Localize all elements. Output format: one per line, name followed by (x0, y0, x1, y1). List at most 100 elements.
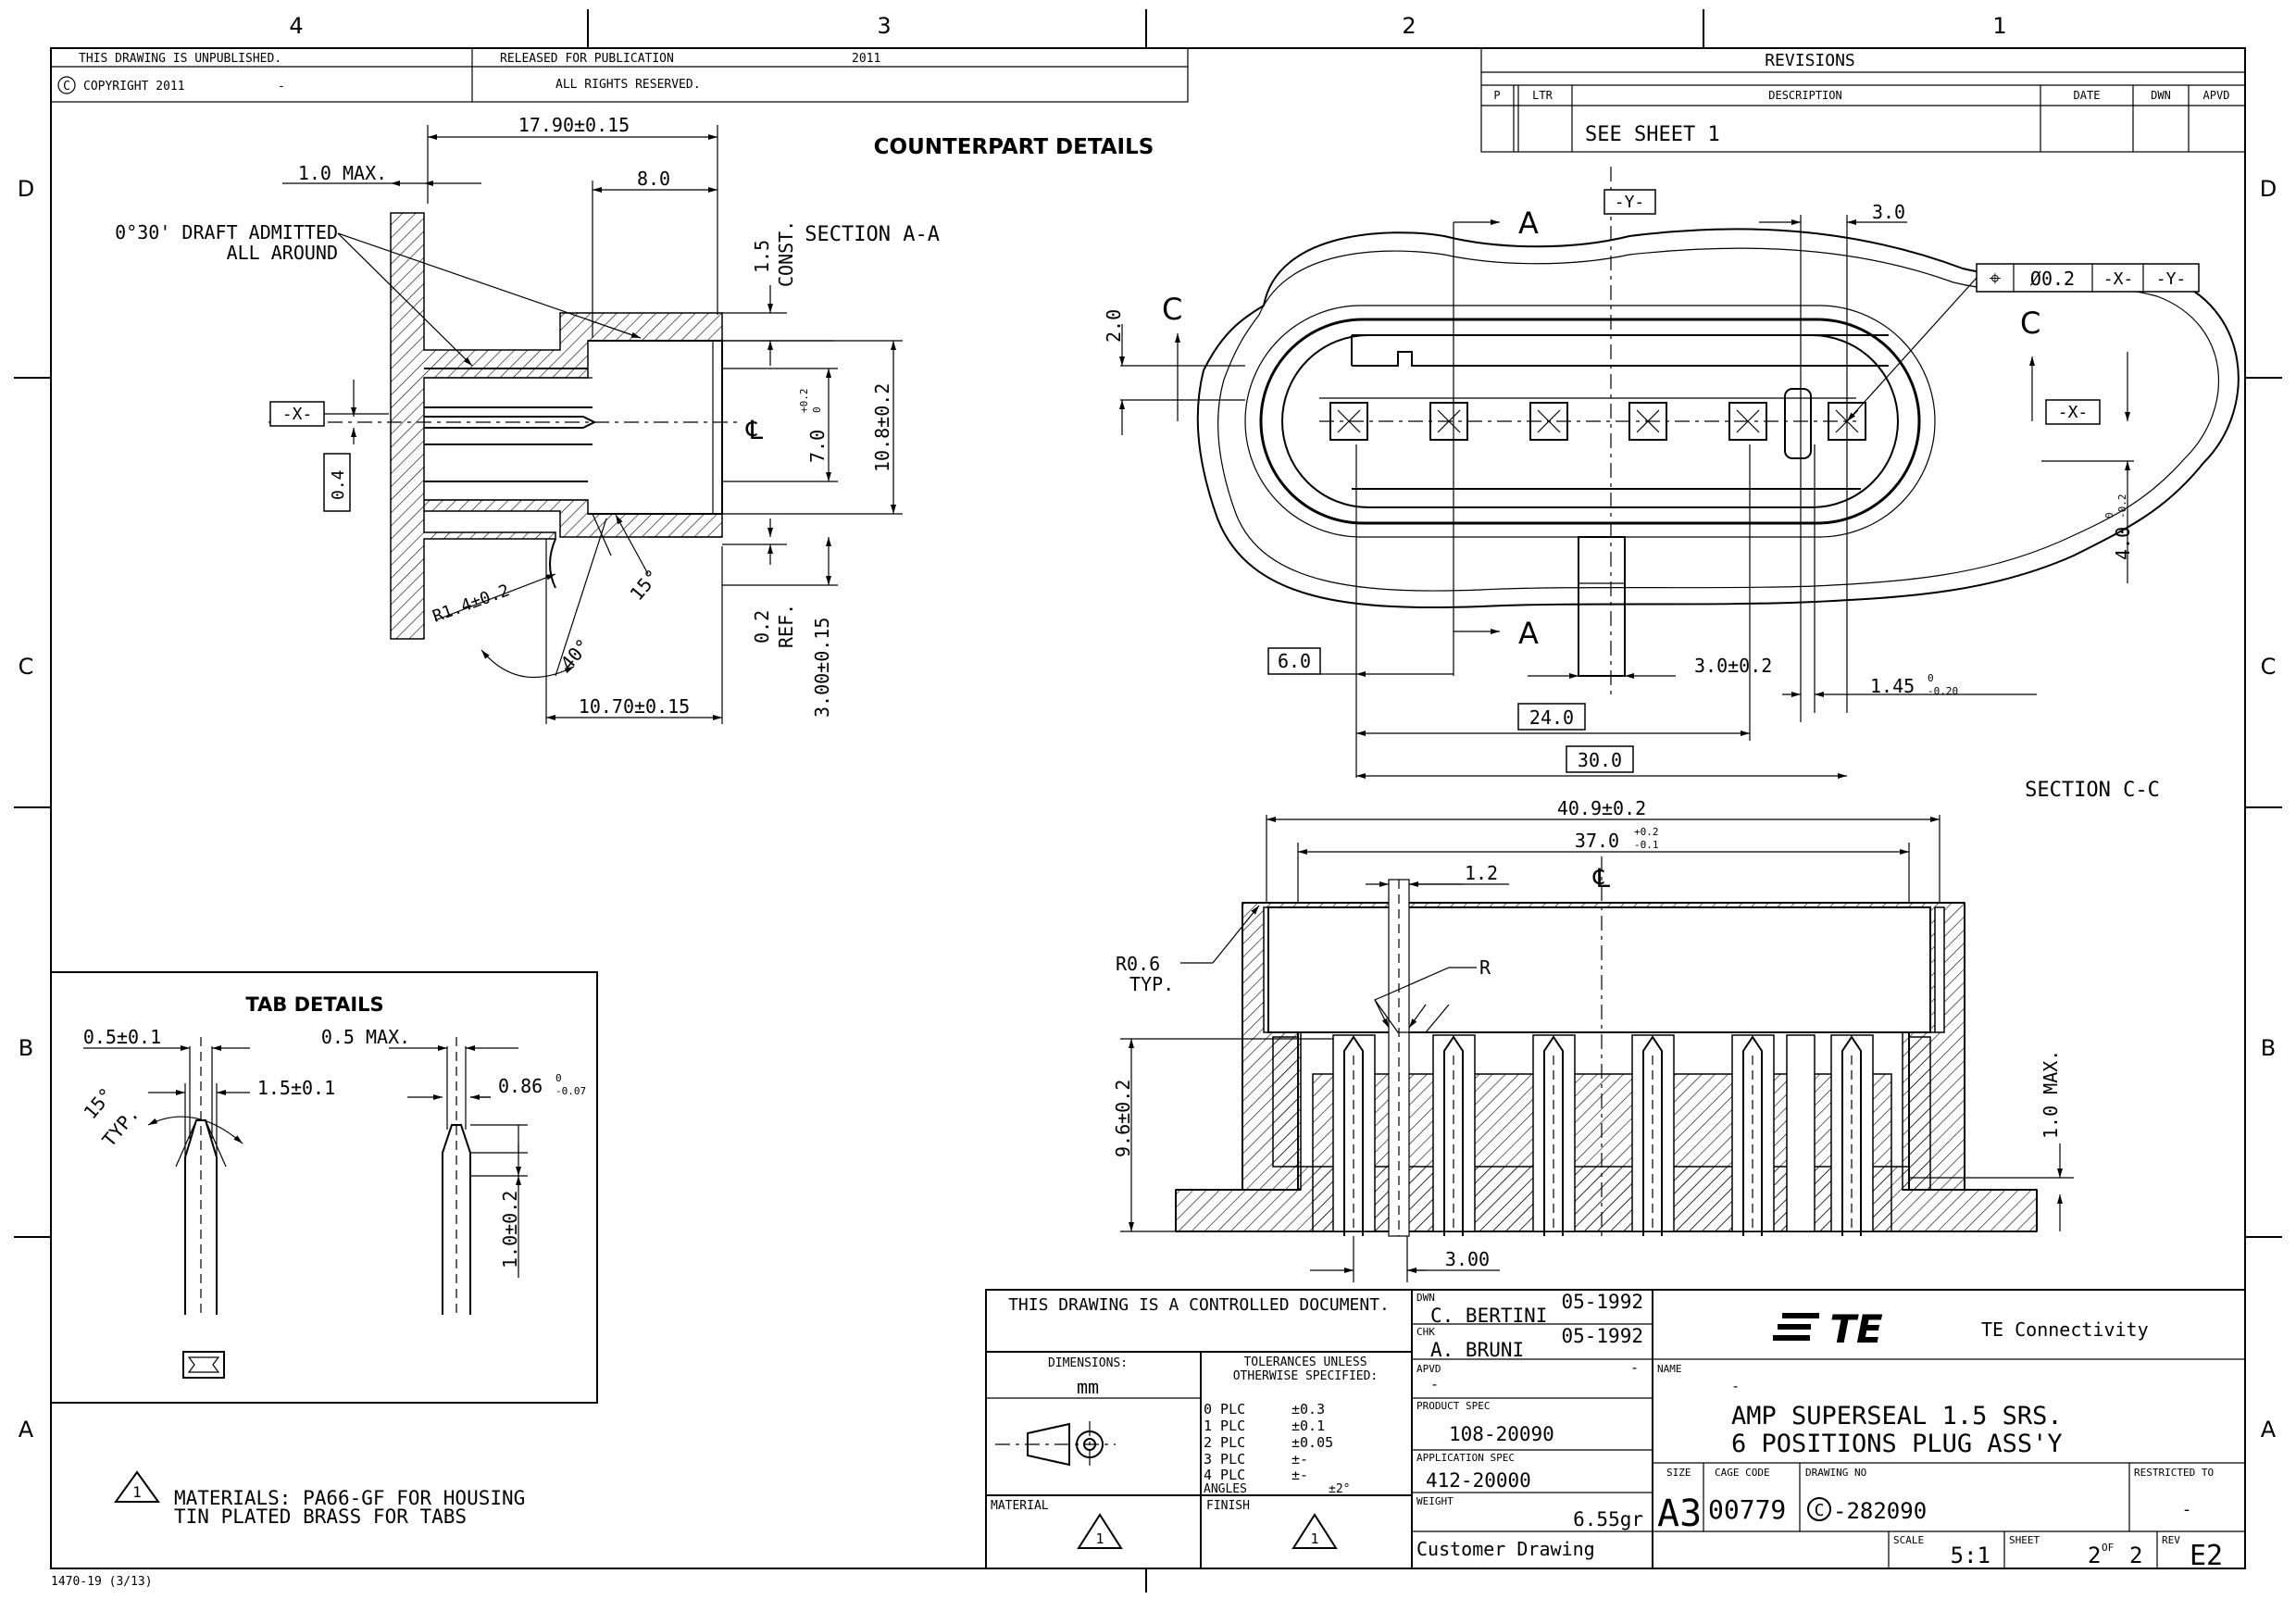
dwg-label: DRAWING NO (1805, 1467, 1866, 1479)
product-spec-label: PRODUCT SPEC (1416, 1400, 1490, 1412)
angles-value: ±2° (1329, 1482, 1350, 1496)
revisions-table: REVISIONS P LTR DESCRIPTION DATE DWN APV… (1480, 47, 2246, 153)
dwn-date: 05-1992 (1561, 1291, 1643, 1313)
dim-7-0: 7.0 (806, 430, 829, 463)
dim-17-90: 17.90±0.15 (518, 114, 630, 136)
materials-note: 1 MATERIALS: PA66-GF FOR HOUSING TIN PLA… (114, 1470, 525, 1528)
apvd-name: - (1430, 1376, 1439, 1393)
dwg-number: -282090 (1833, 1498, 1927, 1524)
dim-10-8: 10.8±0.2 (871, 383, 893, 472)
tab-end-view (182, 1351, 225, 1379)
tolerance-rows: 0 PLC ±0.3 1 PLC ±0.1 2 PLC ±0.05 3 PLC … (1204, 1401, 1350, 1496)
of-label: OF (2102, 1542, 2114, 1554)
zone-label-3: 3 (877, 13, 891, 39)
section-c-right: C (2020, 306, 2040, 341)
centerline-symbol: ℄ (745, 415, 763, 445)
dimensions-value: mm (1077, 1376, 1099, 1398)
zone-label-2: 2 (1402, 13, 1416, 39)
dim-tab-0-86: 0.86 (498, 1075, 543, 1097)
dim-1-0-max: 1.0 MAX. (298, 162, 387, 184)
size-value: A3 (1657, 1493, 1702, 1535)
dim-10-70: 10.70±0.15 (579, 695, 690, 718)
dimensions-label: DIMENSIONS: (1048, 1356, 1128, 1370)
zone-label-b-right: B (2261, 1035, 2276, 1061)
tol-row-0-value: ±0.3 (1292, 1401, 1325, 1418)
rights-text: ALL RIGHTS RESERVED. (555, 78, 701, 92)
form-number: 1470-19 (3/13) (51, 1575, 153, 1589)
tol-row-1-label: 1 PLC (1204, 1418, 1245, 1434)
dim-8-0: 8.0 (637, 168, 670, 190)
seal-outline (1217, 247, 2220, 592)
tab-details: TAB DETAILS 0.5±0.1 1.5±0.1 15° TYP. 0.5… (50, 971, 598, 1404)
controlled-doc: THIS DRAWING IS A CONTROLLED DOCUMENT. (1008, 1295, 1390, 1315)
dwn-name: C. BERTINI (1430, 1305, 1547, 1327)
apvd-date: - (1630, 1359, 1639, 1376)
radius-arc (549, 538, 556, 589)
dim-ref-label: REF. (775, 604, 797, 648)
product-spec: 108-20090 (1449, 1423, 1554, 1445)
zone-label-d-left: D (18, 176, 34, 202)
dim-40-deg: 40° (555, 634, 594, 674)
scale-label: SCALE (1893, 1534, 1924, 1546)
dim-37-0: 37.0 (1575, 830, 1619, 852)
cavity-1 (1329, 402, 1368, 441)
cavity-row (1329, 388, 1866, 459)
dim-30-0-box (1566, 745, 1634, 773)
cavity-3 (1529, 402, 1568, 441)
rev-row1-desc: SEE SHEET 1 (1585, 123, 1720, 146)
cage-label: CAGE CODE (1715, 1467, 1770, 1479)
tab-details-title: TAB DETAILS (245, 993, 383, 1016)
dim-40-9: 40.9±0.2 (1557, 797, 1646, 819)
cavity-outline (588, 340, 723, 515)
dim-r1-4: R1.4±0.2 (430, 581, 513, 626)
rev-col-desc: DESCRIPTION (1768, 89, 1841, 102)
customer-drawing: Customer Drawing (1416, 1538, 1595, 1560)
material-label: MATERIAL (991, 1499, 1049, 1513)
rev-col-ltr: LTR (1532, 89, 1553, 102)
dim-6-0: 6.0 (1278, 650, 1311, 672)
socket-inner-lines (424, 368, 593, 482)
zone-label-a-right: A (2261, 1417, 2277, 1443)
dim-tab-0-5: 0.5±0.1 (83, 1026, 161, 1048)
section-c-left: C (1162, 292, 1182, 327)
rev-col-apvd: APVD (2203, 89, 2230, 102)
dim-tab-1-0: 1.0±0.2 (499, 1191, 521, 1268)
section-aa-label: SECTION A-A (805, 223, 940, 246)
dim-24-0: 24.0 (1529, 706, 1574, 729)
title-line2: 6 POSITIONS PLUG ASS'Y (1731, 1430, 2063, 1458)
chk-name: A. BRUNI (1430, 1339, 1524, 1361)
position-icon: ⌖ (1990, 268, 2001, 291)
dim-24-0-box (1517, 703, 1586, 731)
dim-0-4: 0.4 (329, 469, 348, 500)
counterpart-title: COUNTERPART DETAILS (874, 135, 1154, 159)
draft-note-1: 0°30' DRAFT ADMITTED (115, 221, 338, 244)
dim-7-0-tol-up: +0.2 (798, 389, 810, 414)
tol-row-4-value: ±- (1292, 1467, 1308, 1483)
dim-3-0-tol: 3.0±0.2 (1694, 655, 1772, 677)
dim-const-label: CONST. (775, 220, 797, 287)
tol-row-4-label: 4 PLC (1204, 1467, 1245, 1483)
datum-x-label-right: -X- (2058, 403, 2089, 422)
cavity-2 (1429, 402, 1468, 441)
dim-tab-1-5: 1.5±0.1 (257, 1077, 335, 1099)
housing-cavity (1267, 906, 1931, 1033)
dim-9-6: 9.6±0.2 (1112, 1080, 1134, 1157)
materials-line1: MATERIALS: PA66-GF FOR HOUSING (174, 1487, 525, 1509)
dim-0-2: 0.2 (751, 610, 773, 643)
copyright-text: COPYRIGHT 2011 (83, 80, 185, 94)
zone-label-c-left: C (19, 654, 34, 680)
dim-3-0: 3.0 (1872, 201, 1905, 223)
note-number: 1 (132, 1483, 142, 1501)
tol-row-2-value: ±0.05 (1292, 1434, 1333, 1451)
chk-label: CHK (1416, 1326, 1435, 1338)
apvd-label: APVD (1416, 1363, 1441, 1375)
copyright-symbol: C (63, 80, 70, 94)
dim-37-0-tol-dn: -0.1 (1634, 839, 1659, 851)
materials-line2: TIN PLATED BRASS FOR TABS (174, 1505, 467, 1528)
sheet-value: 2 (2088, 1543, 2101, 1568)
dim-30-0: 30.0 (1578, 749, 1622, 771)
dim-tab-0-86-tol-dn: -0.07 (555, 1085, 586, 1097)
draft-note-2: ALL AROUND (227, 242, 338, 264)
latch (1578, 536, 1626, 677)
